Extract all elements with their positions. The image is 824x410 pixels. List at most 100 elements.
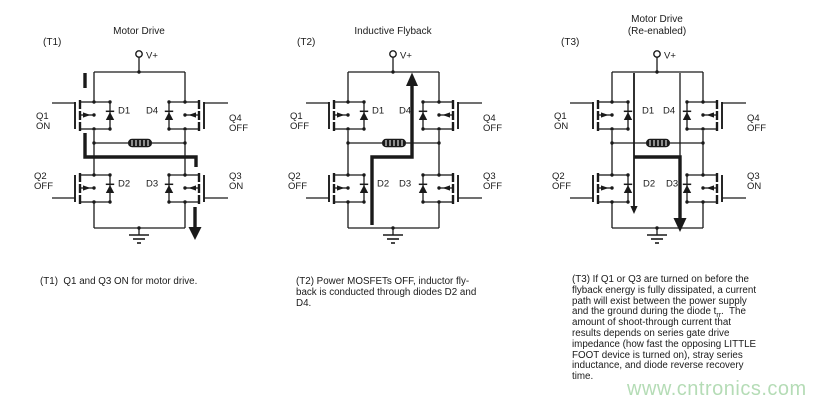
label-d3: D3 — [399, 179, 411, 190]
label-d1: D1 — [642, 106, 654, 117]
label-q3: Q3 — [229, 171, 242, 182]
motor-inductor — [612, 138, 703, 148]
watermark-cntronics: www.cntronics.com — [627, 378, 807, 400]
label-q4-state: OFF — [483, 123, 502, 134]
panel-tag-t3: (T3) — [561, 37, 580, 48]
vplus-circle-icon — [389, 50, 397, 58]
bridge-wires — [346, 70, 441, 230]
label-q3: Q3 — [747, 171, 760, 182]
caption-t3: (T3) If Q1 or Q3 are turned on before th… — [572, 274, 757, 383]
vplus-terminal: V+ — [135, 50, 158, 72]
body-arrow-icon — [83, 185, 91, 191]
label-q4: Q4 — [229, 113, 242, 124]
label-d4: D4 — [663, 106, 675, 117]
diode-triangle-icon — [164, 112, 174, 120]
label-d4: D4 — [399, 106, 411, 117]
body-diode-d2 — [359, 173, 369, 204]
diode-triangle-icon — [682, 185, 692, 193]
label-q2: Q2 — [552, 171, 565, 182]
label-q2-state: OFF — [288, 181, 307, 192]
label-q1: Q1 — [36, 111, 49, 122]
label-q2: Q2 — [288, 171, 301, 182]
body-diode-d2 — [105, 173, 115, 204]
vplus-circle-icon — [653, 50, 661, 58]
label-q3-state: OFF — [483, 181, 502, 192]
mosfet-q4 — [701, 100, 746, 131]
body-diode-d2 — [623, 173, 633, 204]
body-diode-d4 — [682, 100, 692, 131]
body-arrow-icon — [337, 185, 345, 191]
label-d4: D4 — [146, 106, 158, 117]
body-arrow-icon — [188, 185, 196, 191]
mosfet-q4 — [183, 100, 228, 131]
diode-triangle-icon — [105, 112, 115, 120]
body-diode-d1 — [359, 100, 369, 131]
ground-symbol — [383, 228, 403, 244]
motor-inductor — [94, 138, 185, 148]
mosfet-q3 — [183, 173, 228, 204]
label-d3: D3 — [146, 179, 158, 190]
vplus-terminal: V+ — [389, 50, 412, 72]
mosfet-q2 — [570, 173, 614, 204]
diode-triangle-icon — [164, 185, 174, 193]
label-d3: D3 — [666, 179, 678, 190]
mosfet-q1 — [52, 100, 96, 131]
body-arrow-icon — [601, 112, 609, 118]
current-arrow-icon — [673, 218, 687, 232]
body-diode-d4 — [418, 100, 428, 131]
vplus-label: V+ — [400, 51, 412, 62]
body-diode-d3 — [682, 173, 692, 204]
caption-t1: (T1) Q1 and Q3 ON for motor drive. — [40, 276, 198, 287]
panel-tag-t2: (T2) — [297, 37, 316, 48]
label-q1-state: ON — [554, 121, 568, 132]
label-q1-state: ON — [36, 121, 50, 132]
label-q4: Q4 — [483, 113, 496, 124]
label-q3-state: ON — [229, 181, 243, 192]
label-q2-state: OFF — [552, 181, 571, 192]
diode-triangle-icon — [623, 112, 633, 120]
diode-triangle-icon — [682, 112, 692, 120]
mosfet-q1 — [570, 100, 614, 131]
label-d2: D2 — [118, 179, 130, 190]
label-d1: D1 — [372, 106, 384, 117]
label-q2-state: OFF — [34, 181, 53, 192]
current-arrow-icon — [630, 206, 638, 214]
body-diode-d1 — [623, 100, 633, 131]
current-path-q1-q3-motor-drive-current — [83, 73, 202, 240]
current-arrow-icon — [406, 72, 418, 86]
label-q4-state: OFF — [747, 123, 766, 134]
diode-triangle-icon — [418, 112, 428, 120]
vplus-label: V+ — [146, 51, 158, 62]
ground-symbol — [129, 228, 149, 244]
vplus-circle-icon — [135, 50, 143, 58]
diode-triangle-icon — [359, 185, 369, 193]
label-q4: Q4 — [747, 113, 760, 124]
panel-title-t1: Motor Drive — [113, 26, 165, 37]
diode-triangle-icon — [623, 185, 633, 193]
label-d2: D2 — [377, 179, 389, 190]
vplus-terminal: V+ — [653, 50, 676, 72]
diode-triangle-icon — [105, 185, 115, 193]
current-arrow-icon — [188, 227, 202, 240]
current-path-flyback-current-through-d2-d4 — [370, 72, 418, 225]
mosfet-q3 — [437, 173, 482, 204]
body-arrow-icon — [442, 185, 450, 191]
caption-t2: (T2) Power MOSFETs OFF, inductor fly-bac… — [296, 276, 477, 309]
label-q1: Q1 — [290, 111, 303, 122]
mosfet-q4 — [437, 100, 482, 131]
motor-inductor — [348, 138, 439, 148]
label-q3: Q3 — [483, 171, 496, 182]
body-diode-d4 — [164, 100, 174, 131]
body-arrow-icon — [83, 112, 91, 118]
mosfet-q1 — [306, 100, 350, 131]
bridge-wires — [610, 70, 705, 230]
label-q1-state: OFF — [290, 121, 309, 132]
mosfet-q3 — [701, 173, 746, 204]
label-d2: D2 — [643, 179, 655, 190]
vplus-label: V+ — [664, 51, 676, 62]
